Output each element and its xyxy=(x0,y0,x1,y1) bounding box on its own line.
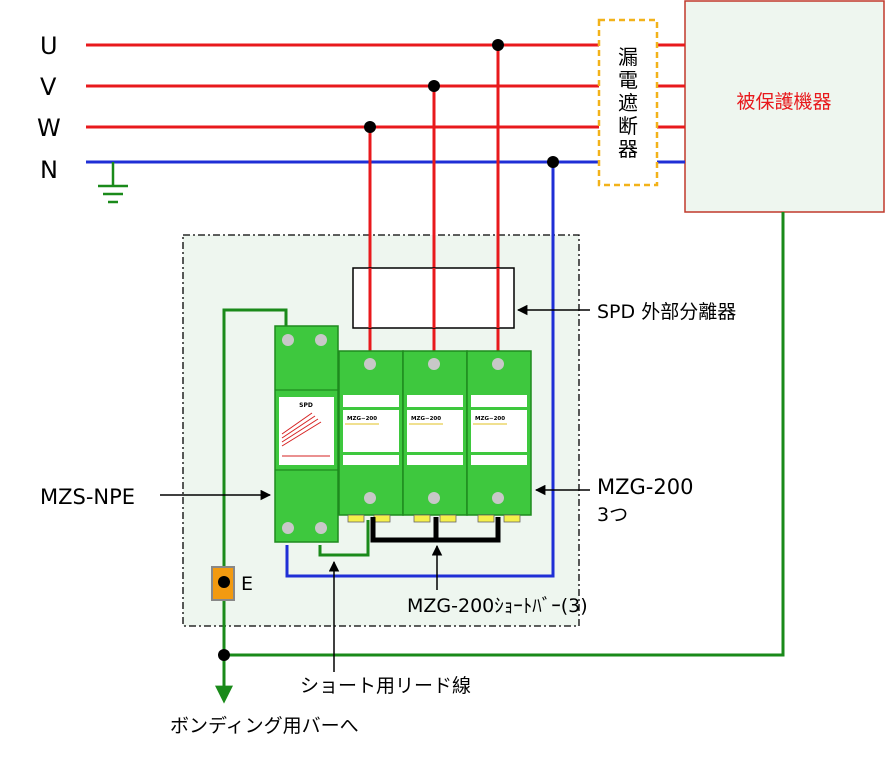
label-w: W xyxy=(37,114,61,142)
label-u: U xyxy=(40,32,58,60)
breaker-char: 漏 xyxy=(618,45,638,69)
label-v: V xyxy=(40,73,57,101)
protected-device-box xyxy=(684,0,885,213)
junction-dots xyxy=(364,39,559,168)
bus-lines xyxy=(86,43,685,164)
mzg-module-2: MZG−200 xyxy=(402,350,468,523)
mzg-200-count-label: 3つ xyxy=(597,504,628,526)
ground-wiring xyxy=(222,212,785,690)
leakage-breaker-label: 漏 電 遮 断 器 xyxy=(618,45,638,161)
leakage-breaker xyxy=(597,18,659,187)
mzg-200-label: MZG-200 xyxy=(597,475,693,499)
breaker-char: 遮 xyxy=(618,91,638,115)
short-lead-label: ショート用リード線 xyxy=(300,675,471,697)
label-n: N xyxy=(40,156,58,184)
breaker-char: 断 xyxy=(618,114,638,138)
mzg-module-1: MZG−200 xyxy=(338,350,404,523)
bonding-label: ボンディング用バーへ xyxy=(170,715,359,737)
breaker-char: 電 xyxy=(618,68,638,92)
short-bar-label: MZG-200ｼｮｰﾄﾊﾞｰ(3) xyxy=(407,595,588,617)
protected-device-label: 被保護機器 xyxy=(736,91,831,113)
mzg-module-3: MZG−200 xyxy=(466,350,532,523)
breaker-char: 器 xyxy=(618,137,638,161)
earth-terminal-label: E xyxy=(241,573,253,595)
mzg-face-label: MZG−200 xyxy=(411,416,441,422)
earth-terminal-dot xyxy=(218,576,230,588)
spd-disconnector-label: SPD 外部分離器 xyxy=(597,301,736,323)
mzs-npe-label: MZS-NPE xyxy=(40,485,135,509)
mzg-face-label: MZG−200 xyxy=(475,416,505,422)
spd-module-label: SPD xyxy=(299,402,313,409)
mzs-npe-module: SPD xyxy=(274,325,339,543)
ground-symbol-icon xyxy=(98,162,128,204)
callout-arrows xyxy=(160,304,590,672)
mzg-face-label: MZG−200 xyxy=(347,416,377,422)
ground-junction-dot xyxy=(218,649,230,661)
